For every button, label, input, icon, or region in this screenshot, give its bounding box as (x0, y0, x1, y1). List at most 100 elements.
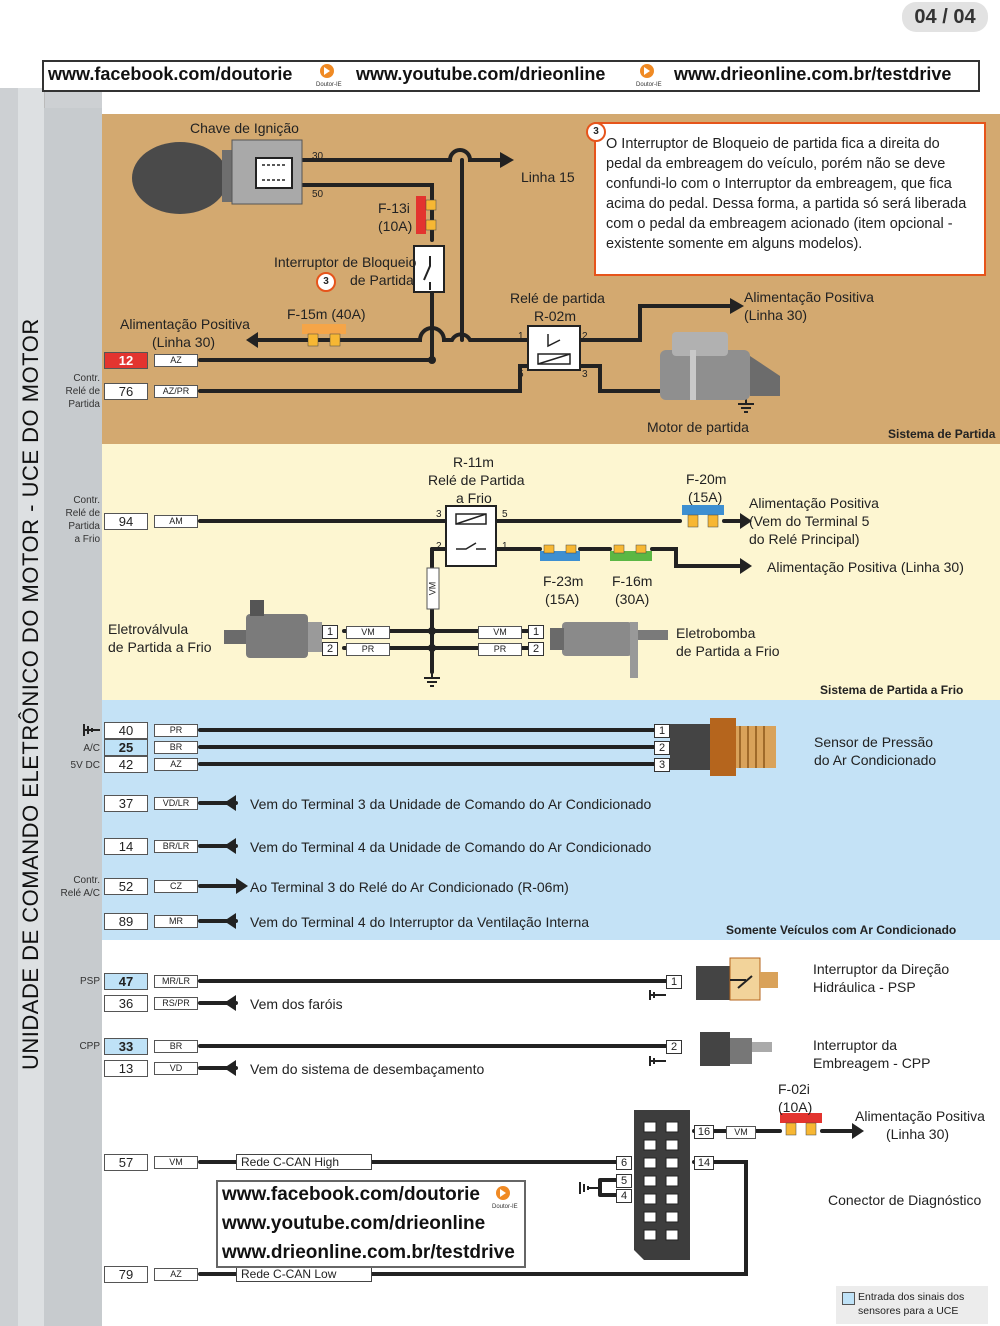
rele-terminal-2: 2 (582, 331, 588, 342)
label-alim-pos-1: Alimentação Positiva (120, 316, 250, 332)
side-label-rele-ac: Contr. Relé A/C (60, 875, 100, 899)
wire-color-vm-vertical: VM (426, 567, 440, 610)
label-cpp-2: Embreagem - CPP (813, 1055, 931, 1071)
label-f23m: F-23m (543, 573, 584, 589)
wire-color-obd-16: VM (726, 1126, 756, 1139)
psp-pin-1: 1 (666, 975, 682, 989)
side-label-cpp: CPP (79, 1041, 100, 1052)
side-label-ac: A/C (83, 743, 100, 754)
label-alim-pos-3c: do Relé Principal) (749, 531, 860, 547)
header-url-bar: www.facebook.com/doutorie Doutor-IE www.… (42, 60, 980, 92)
wire-color-76: AZ/PR (154, 385, 198, 398)
svg-text:Doutor-IE: Doutor-IE (492, 1204, 518, 1210)
obd-connector-icon (634, 1110, 690, 1260)
eletrobomba-pin-1: 1 (528, 625, 544, 639)
side-label-rele-frio: Contr. Relé de Partida a Frio (65, 495, 100, 545)
section-title-frio: Sistema de Partida a Frio (820, 683, 964, 697)
label-psp-2: Hidráulica - PSP (813, 979, 916, 995)
sensor-pin-1: 1 (654, 724, 670, 738)
doutor-ie-logo: Doutor-IE (636, 64, 662, 86)
label-sensor-pressao-2: do Ar Condicionado (814, 752, 937, 768)
sensor-pin-2: 2 (654, 741, 670, 755)
label-r11m-3: a Frio (456, 490, 492, 506)
note-ref-3: 3 (316, 272, 336, 292)
cpp-switch-icon (700, 1032, 772, 1066)
label-eletrobomba: Eletrobomba (676, 625, 756, 641)
rele-terminal-1: 1 (518, 331, 524, 342)
label-t52: Ao Terminal 3 do Relé do Ar Condicionado… (250, 879, 569, 895)
rele-r02m-icon (527, 325, 581, 371)
legend-swatch (842, 1292, 855, 1305)
pin-25: 25 (104, 739, 148, 756)
cpp-pin-2: 2 (666, 1040, 682, 1054)
label-f13i: F-13i (378, 200, 410, 216)
label-alim-pos-5a: Alimentação Positiva (855, 1108, 985, 1124)
eletrobomba-icon (550, 622, 668, 678)
obd-pin-5: 5 (616, 1174, 632, 1188)
facebook-link[interactable]: www.facebook.com/doutorie (48, 64, 293, 84)
pin-33: 33 (104, 1038, 148, 1055)
rele-terminal-3: 3 (582, 369, 588, 380)
rele-terminal-5: 5 (518, 369, 524, 380)
label-alim-pos-4: Alimentação Positiva (Linha 30) (767, 559, 964, 575)
label-conector-diag: Conector de Diagnóstico (828, 1192, 982, 1208)
pin-76: 76 (104, 383, 148, 400)
label-f20m-amp: (15A) (688, 489, 723, 505)
page-number-badge: 04 / 04 (902, 2, 988, 32)
legend-text: Entrada dos sinais dos sensores para a U… (858, 1291, 965, 1317)
wire-rele-motor (578, 364, 702, 393)
sensor-pin-3: 3 (654, 758, 670, 772)
pin-37: 37 (104, 795, 148, 812)
pin-57: 57 (104, 1154, 148, 1171)
label-can-low: Rede C-CAN Low (236, 1266, 372, 1282)
label-r11m-2: Relé de Partida (428, 472, 525, 488)
obd-pin-6: 6 (616, 1156, 632, 1170)
section-title-ac: Somente Veículos com Ar Condicionado (726, 923, 957, 937)
web-site-link[interactable]: www.drieonline.com.br/testdrive (222, 1242, 515, 1263)
label-psp: Interruptor da Direção (813, 961, 950, 977)
wire-color-12: AZ (154, 354, 198, 367)
note-number-3: 3 (586, 122, 606, 142)
label-sensor-pressao: Sensor de Pressão (814, 734, 934, 750)
pin-47: 47 (104, 973, 148, 990)
r11m-terminal-3: 3 (436, 509, 442, 520)
wire-f16m (650, 547, 742, 568)
label-farois: Vem dos faróis (250, 996, 343, 1012)
side-label-vdc: 5V DC (70, 760, 100, 771)
label-motor-partida: Motor de partida (647, 419, 749, 435)
side-label-rele-partida: Contr. Relé de Partida (65, 373, 100, 410)
label-f16m: F-16m (612, 573, 653, 589)
label-f23m-amp: (15A) (545, 591, 580, 607)
ar-condicionado-section (102, 700, 1000, 940)
pin-94: 94 (104, 513, 148, 530)
label-alim-pos-3b: (Vem do Terminal 5 (749, 513, 870, 529)
label-alim-pos-5b: (Linha 30) (886, 1126, 950, 1142)
doutor-ie-logo: Doutor-IE (316, 64, 342, 86)
wire-color-36: RS/PR (154, 997, 198, 1010)
label-alim-pos-2: Alimentação Positiva (744, 289, 874, 305)
legend-box: Entrada dos sinais dos sensores para a U… (836, 1286, 988, 1324)
pin-40: 40 (104, 722, 148, 739)
wire-color-13: VD (154, 1062, 198, 1075)
eletrovalvula-pin-2: 2 (322, 642, 338, 656)
wire-color-89: MR (154, 915, 198, 928)
pin-52: 52 (104, 878, 148, 895)
obd-pin-4: 4 (616, 1189, 632, 1203)
web-youtube-link[interactable]: www.youtube.com/drieonline (222, 1213, 486, 1234)
label-t14: Vem do Terminal 4 da Unidade de Comando … (250, 839, 652, 855)
pin-13: 13 (104, 1060, 148, 1077)
youtube-link[interactable]: www.youtube.com/drieonline (356, 64, 606, 84)
fuse-f02i-icon (780, 1113, 822, 1136)
starter-motor-icon (660, 332, 780, 400)
pin-12: 12 (104, 352, 148, 369)
wire-color-vm-right: VM (478, 626, 522, 639)
label-eletrovalvula: Eletroválvula (108, 621, 189, 637)
fuse-f15m-icon (302, 324, 346, 347)
label-alim-pos-1b: (Linha 30) (152, 334, 216, 350)
wire-color-47: MR/LR (154, 975, 198, 988)
web-facebook-link[interactable]: www.facebook.com/doutorie (222, 1184, 480, 1205)
site-link[interactable]: www.drieonline.com.br/testdrive (674, 64, 952, 84)
label-alim-pos-3a: Alimentação Positiva (749, 495, 879, 511)
web-links-box: www.facebook.com/doutorie Doutor-IE www.… (216, 1180, 526, 1268)
label-eletrovalvula-2: de Partida a Frio (108, 639, 212, 655)
